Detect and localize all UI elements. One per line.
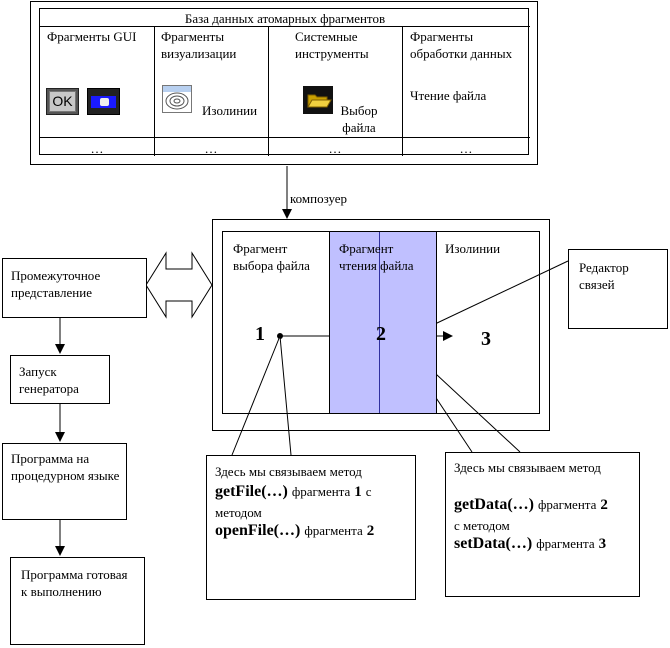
note-left-intro: Здесь мы связываем метод: [215, 464, 362, 479]
method-openfile: openFile(…): [215, 522, 301, 539]
link-editor-box: Редактор связей: [568, 249, 668, 329]
fragment-1-number: 1: [255, 323, 265, 345]
fragment-2-number: 2: [376, 323, 386, 345]
file-reading-label: Чтение файла: [410, 88, 487, 103]
column-header-gui: Фрагменты GUI: [47, 29, 137, 44]
ok-button-label: OK: [49, 91, 76, 112]
composer-inner: Фрагмент выбора файла Фрагмент чтения фа…: [222, 231, 540, 414]
fragment-2-highlight: [329, 232, 437, 413]
column-header-data-processing: Фрагменты обработки данных: [410, 29, 513, 61]
note-right-line4: setData(…) фрагмента 3: [454, 535, 607, 552]
isolines-icon: [162, 85, 192, 113]
method-getdata: getData(…): [454, 496, 534, 513]
fragment-2-label: Фрагмент чтения файла: [339, 241, 414, 273]
column-header-visualization: Фрагменты визуализации: [161, 29, 237, 61]
fragment-2-divider: [379, 232, 380, 413]
procedural-program-box: Программа на процедурном языке: [2, 443, 127, 520]
ellipsis-2: …: [204, 141, 218, 156]
fragment-3-label: Изолинии: [445, 241, 501, 256]
method-setdata: setData(…): [454, 535, 533, 552]
fragment-3-number: 3: [481, 328, 491, 350]
ellipsis-1: …: [90, 141, 104, 156]
composer-panel: Фрагмент выбора файла Фрагмент чтения фа…: [212, 219, 550, 431]
toggle-widget-sample: [87, 88, 120, 115]
procedural-label: Программа на процедурном языке: [11, 451, 120, 483]
file-chooser-label: Выбор файла: [340, 103, 378, 135]
database-title: База данных атомарных фрагментов: [184, 11, 386, 26]
callout-tail-left: [231, 335, 292, 456]
composer-label: композуер: [290, 191, 348, 206]
double-arrow: [145, 251, 213, 319]
link-editor-pointer: [417, 260, 569, 333]
note-right: Здесь мы связываем метод getData(…) фраг…: [445, 452, 640, 597]
generator-box: Запуск генератора: [10, 355, 110, 404]
folder-icon: [303, 86, 333, 114]
link-editor-label: Редактор связей: [579, 260, 629, 292]
ellipsis-3: …: [328, 141, 342, 156]
ellipsis-4: …: [459, 141, 473, 156]
note-left-line4: openFile(…) фрагмента 2: [215, 522, 375, 539]
note-right-intro: Здесь мы связываем метод: [454, 460, 601, 475]
ready-program-box: Программа готовая к выполнению: [10, 557, 145, 645]
note-right-line2: getData(…) фрагмента 2: [454, 496, 608, 513]
intermediate-representation-box: Промежуточное представление: [2, 258, 147, 318]
generator-label: Запуск генератора: [19, 364, 79, 396]
database-panel: База данных атомарных фрагментов Фрагмен…: [30, 1, 538, 165]
toggle-knob: [100, 98, 109, 106]
column-header-system-tools: Системные инструменты: [295, 29, 369, 61]
note-right-with-method: с методом: [454, 518, 510, 533]
isolines-label: Изолинии: [202, 103, 258, 118]
intermediate-label: Промежуточное представление: [11, 268, 101, 300]
fragment-1-label: Фрагмент выбора файла: [233, 241, 310, 273]
method-getfile: getFile(…): [215, 483, 288, 500]
database-table: База данных атомарных фрагментов Фрагмен…: [39, 8, 530, 156]
note-left: Здесь мы связываем метод getFile(…) фраг…: [206, 455, 416, 600]
note-left-line2: getFile(…) фрагмента 1 с: [215, 483, 372, 500]
note-left-method-word: методом: [215, 505, 262, 520]
ready-label: Программа готовая к выполнению: [21, 567, 128, 599]
ok-button-sample: OK: [46, 88, 79, 115]
